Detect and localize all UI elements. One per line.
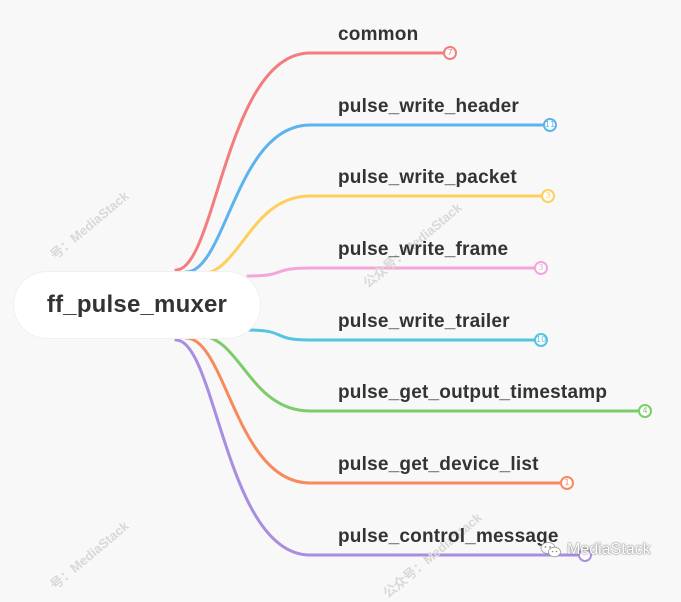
branch-label[interactable]: pulse_write_trailer [338, 311, 510, 332]
branch-count-badge[interactable]: 10 [534, 333, 548, 347]
branch-count-badge[interactable]: 4 [638, 404, 652, 418]
branch-count-badge[interactable]: 1 [560, 476, 574, 490]
brand-watermark: MediaStack [540, 541, 651, 559]
branch-label[interactable]: pulse_control_message [338, 526, 559, 547]
branch-connector [246, 266, 536, 278]
branch-label[interactable]: pulse_write_packet [338, 167, 517, 188]
branch-count-badge[interactable]: 7 [443, 46, 457, 60]
branch-label[interactable]: common [338, 24, 419, 45]
branch-connector [198, 334, 640, 413]
branch-count-badge[interactable]: 3 [534, 261, 548, 275]
root-label: ff_pulse_muxer [46, 291, 228, 318]
branch-count-badge[interactable]: 3 [541, 189, 555, 203]
branch-connector [198, 194, 543, 276]
brand-label: MediaStack [567, 541, 651, 558]
branch-connector [246, 328, 536, 342]
branch-count-badge[interactable] [578, 548, 592, 562]
mind-map-canvas [174, 51, 640, 557]
branch-connector [184, 336, 562, 485]
branch-label[interactable]: pulse_get_device_list [338, 454, 539, 475]
branch-count-badge[interactable]: 11 [543, 118, 557, 132]
branch-connector [184, 123, 545, 274]
wechat-icon [540, 542, 561, 558]
branch-label[interactable]: pulse_write_header [338, 96, 520, 117]
branch-label[interactable]: pulse_get_output_timestamp [338, 382, 608, 403]
branch-connector [174, 51, 445, 272]
branch-label[interactable]: pulse_write_frame [338, 239, 509, 260]
root-node[interactable]: ff_pulse_muxer [14, 272, 260, 338]
branch-connector [174, 338, 580, 557]
